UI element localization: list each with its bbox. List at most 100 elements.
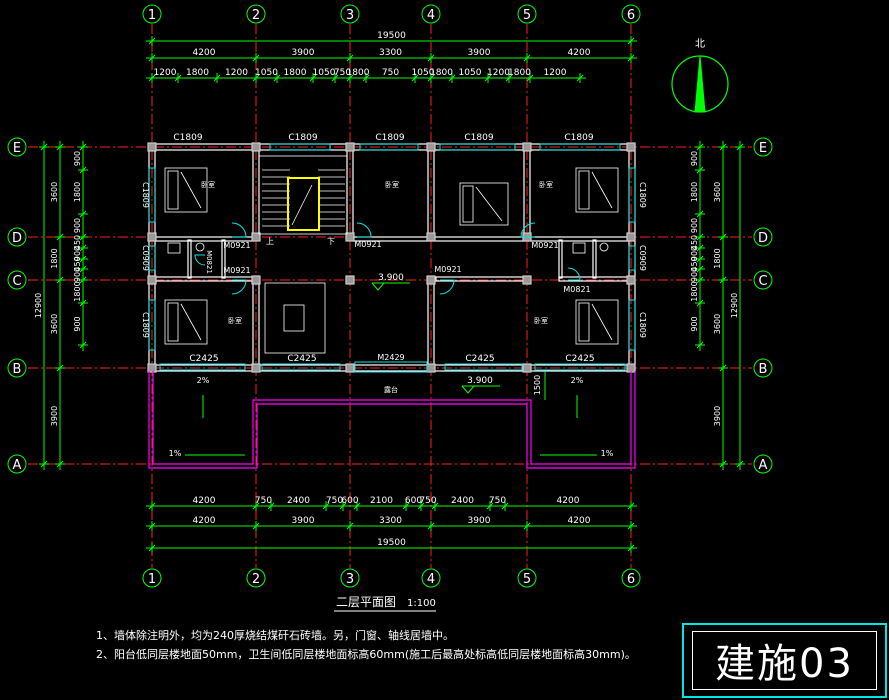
axis-bubble: [142, 4, 162, 24]
dim-right-detail-value: 900: [690, 151, 699, 166]
slope-label: 2%: [571, 376, 584, 385]
dim-right-detail-tick-slash: [696, 255, 704, 263]
dim-right-detail-tick-slash: [696, 299, 704, 307]
axis-bubble: [142, 568, 162, 588]
dim-top-span-tick-slash: [148, 54, 156, 62]
axis-bubble-label: E: [13, 141, 21, 156]
balcony-door: [354, 361, 428, 373]
window-bottom: [261, 363, 341, 371]
dim-top-detail-value: 1200: [487, 68, 510, 78]
axis-bubble-label: 3: [346, 572, 354, 587]
axis-bubble-label: 4: [427, 572, 435, 587]
dim-top-detail-value: 1050: [255, 68, 278, 78]
stair-down-label: 下: [327, 237, 335, 246]
column: [426, 142, 436, 152]
construction-notes: 1、墙体除注明外，均为240厚烧结煤矸石砖墙。另，门窗、轴线居墙中。 2、阳台低…: [96, 626, 636, 664]
dim-left-detail-tick-slash: [79, 265, 87, 273]
dim-left-detail-tick-slash: [79, 299, 87, 307]
axis-bubble-label: 3: [346, 8, 354, 23]
dim-left-detail-value: 900: [73, 246, 82, 261]
drawing-scale: 1:100: [407, 598, 436, 609]
dim-right-detail-tick-slash: [696, 233, 704, 241]
door-label: M0921: [223, 241, 250, 250]
dim-top-detail-tick-slash: [331, 74, 339, 82]
dim-bottom-total-tick-slash: [148, 544, 156, 552]
stair-well: [258, 155, 348, 235]
axis-bubble-label: C: [12, 274, 21, 289]
stair-arrow: [291, 184, 313, 226]
dim-bottom-span-value: 3900: [468, 516, 491, 526]
door-label: M0921: [434, 265, 461, 274]
window-label: C1809: [288, 133, 317, 143]
door-arc: [520, 222, 536, 238]
window-small-right: [628, 245, 636, 271]
dim-bottom-span-tick-slash: [627, 522, 635, 530]
window-side-right: [628, 299, 636, 351]
column: [522, 275, 532, 285]
axis-bubble: [621, 568, 641, 588]
dim-left-detail-tick-slash: [79, 244, 87, 252]
column: [426, 363, 436, 373]
axis-bubble: [517, 568, 537, 588]
column: [626, 142, 636, 152]
axis-bubble: [7, 137, 27, 157]
elevation-label: 3.900: [378, 273, 404, 283]
bed-fold: [180, 171, 202, 209]
axis-bubble: [753, 454, 773, 474]
bed-pillow: [578, 302, 590, 342]
dim-bottom-span-tick-slash: [346, 522, 354, 530]
dim-right-span-tick-slash: [719, 460, 727, 468]
column: [147, 363, 157, 373]
dim-top-detail-value: 1800: [186, 68, 209, 78]
dim-left-detail-tick-slash: [79, 210, 87, 218]
door-label: M0921: [354, 240, 381, 249]
dim-bottom-detail-value: 2400: [451, 496, 474, 506]
axis-bubble: [421, 568, 441, 588]
dim-top-detail-value: 1200: [225, 68, 248, 78]
axis-bubble: [246, 568, 266, 588]
dim-bottom-detail-value: 750: [326, 496, 343, 506]
dim-bottom-detail-value: 750: [489, 496, 506, 506]
dim-right-detail-value: 900: [690, 267, 699, 282]
column: [251, 142, 261, 152]
dim-bottom-detail-value: 600: [341, 496, 358, 506]
axis-bubble-label: 6: [627, 572, 635, 587]
dim-top-span-tick-slash: [346, 54, 354, 62]
slope-label: 2%: [197, 376, 210, 385]
dim-top-detail-tick-slash: [346, 74, 354, 82]
door-arc: [194, 254, 206, 266]
dim-top-detail-tick-slash: [526, 74, 534, 82]
window-label: C1809: [638, 182, 647, 208]
dim-top-detail-value: 1200: [154, 68, 177, 78]
dim-right-span-tick-slash: [719, 364, 727, 372]
dim-left-detail-value: 900: [73, 151, 82, 166]
dim-right-detail-value: 450: [690, 256, 699, 271]
dim-top-detail-value: 750: [334, 68, 351, 78]
dim-bottom-detail-tick-slash: [627, 502, 635, 510]
door-label: M0821: [563, 285, 590, 294]
dim-right-span-value: 1800: [713, 248, 722, 268]
column: [522, 363, 532, 373]
column: [522, 142, 532, 152]
column: [147, 275, 157, 285]
axis-bubble-label: D: [758, 231, 768, 246]
balcony-label: 露台: [384, 385, 398, 394]
dim-bottom-span-value: 3900: [292, 516, 315, 526]
dim-right-span-tick-slash: [719, 143, 727, 151]
dim-top-detail-tick-slash: [448, 74, 456, 82]
dim-left-detail-value: 1800: [73, 182, 82, 202]
door-label: M0921: [531, 241, 558, 250]
dim-left-detail-value: 900: [73, 218, 82, 233]
bed-pillow: [167, 302, 179, 342]
dim-top-detail-value: 750: [382, 68, 399, 78]
dim-bottom-detail-tick-slash: [148, 502, 156, 510]
dim-top-detail-value: 1200: [544, 68, 567, 78]
elevation-label: 3.900: [467, 376, 493, 386]
dim-right-total-tick-slash: [736, 460, 744, 468]
axis-bubble: [753, 227, 773, 247]
dim-right-detail-value: 900: [690, 316, 699, 331]
dim-top-detail-tick-slash: [484, 74, 492, 82]
dim-right-detail-tick-slash: [696, 244, 704, 252]
column: [147, 142, 157, 152]
